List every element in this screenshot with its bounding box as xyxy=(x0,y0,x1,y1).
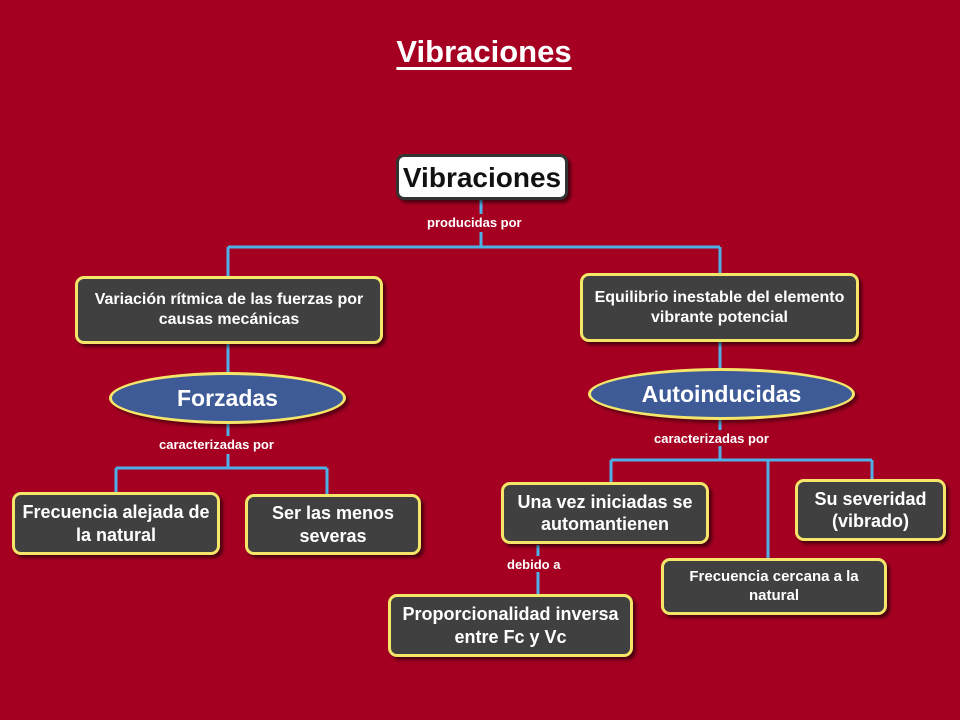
link-label-caracterizadas-right: caracterizadas por xyxy=(654,431,769,446)
trait-node-severidad: Su severidad (vibrado) xyxy=(795,479,946,541)
type-node-forzadas: Forzadas xyxy=(109,372,346,424)
trait-node-menos-severas: Ser las menos severas xyxy=(245,494,421,555)
trait-node-frecuencia-cercana: Frecuencia cercana a la natural xyxy=(661,558,887,615)
page-title: Vibraciones xyxy=(396,34,572,69)
cause-node-mechanical: Variación rítmica de las fuerzas por cau… xyxy=(75,276,383,344)
trait-node-proporcionalidad: Proporcionalidad inversa entre Fc y Vc xyxy=(388,594,633,657)
type-node-autoinducidas: Autoinducidas xyxy=(588,368,855,420)
trait-node-frecuencia-alejada: Frecuencia alejada de la natural xyxy=(12,492,220,555)
cause-node-unstable: Equilibrio inestable del elemento vibran… xyxy=(580,273,859,342)
link-label-caracterizadas-left: caracterizadas por xyxy=(159,437,274,452)
root-node-vibraciones: Vibraciones xyxy=(396,154,568,200)
link-label-debido: debido a xyxy=(507,557,561,572)
trait-node-automantienen: Una vez iniciadas se automantienen xyxy=(501,482,709,544)
link-label-producidas: producidas por xyxy=(427,215,522,230)
